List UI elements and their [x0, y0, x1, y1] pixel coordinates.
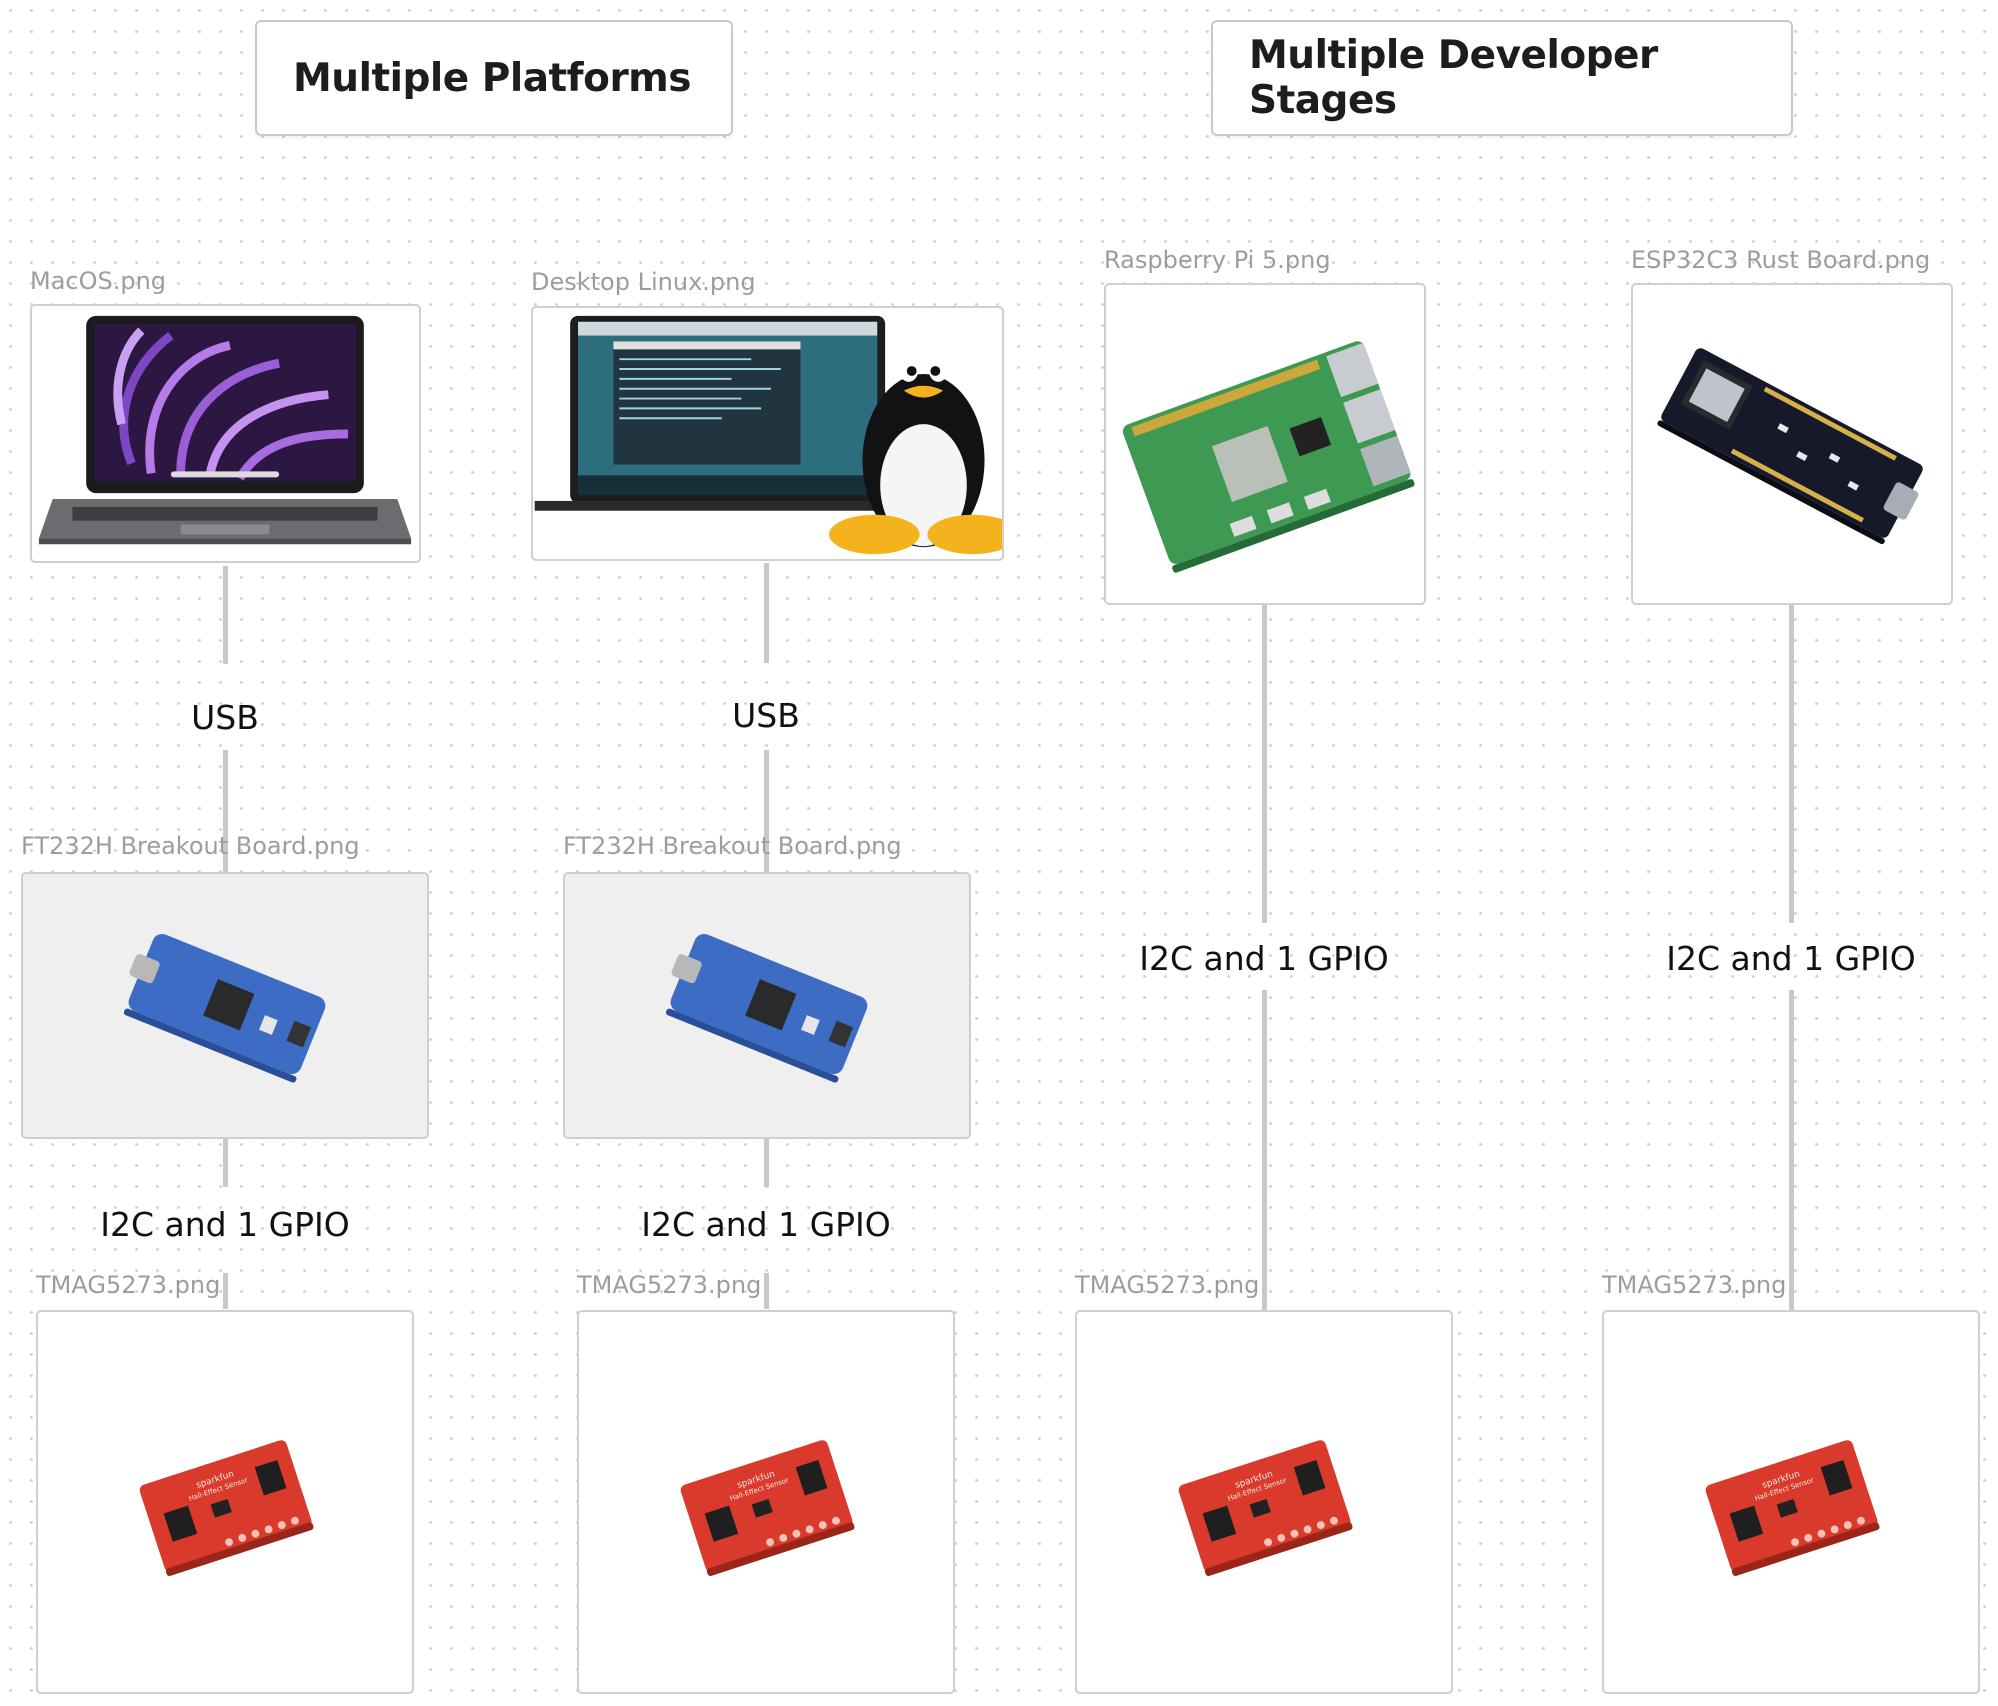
caption-tmag-2: TMAG5273.png [577, 1271, 762, 1299]
caption-ft232-2: FT232H Breakout Board.png [563, 832, 902, 860]
connector-ft232-tmag-lower [223, 1273, 228, 1309]
tmag5273-image-3 [1165, 1416, 1363, 1592]
connector-ft232-tmag [223, 1139, 228, 1187]
edge-label-usb-macos: USB [191, 698, 259, 737]
connector-rpi-tmag [1262, 605, 1267, 923]
caption-macos: MacOS.png [30, 267, 167, 295]
desktop-linux-card[interactable] [531, 306, 1004, 561]
connector-macos-ft232 [223, 566, 228, 664]
tmag5273-image-2 [667, 1416, 865, 1592]
ft232h-image-2 [655, 927, 871, 1084]
caption-linux: Desktop Linux.png [531, 268, 756, 296]
edge-label-usb-linux: USB [732, 696, 800, 735]
platforms-header-text: Multiple Platforms [293, 55, 692, 101]
caption-tmag-4: TMAG5273.png [1602, 1271, 1787, 1299]
tmag5273-card-3[interactable] [1075, 1310, 1453, 1694]
tmag5273-card-4[interactable] [1602, 1310, 1980, 1694]
tmag5273-image-1 [126, 1416, 324, 1592]
caption-esp: ESP32C3 Rust Board.png [1631, 246, 1931, 274]
edge-label-i2c-ft232-2: I2C and 1 GPIO [641, 1205, 891, 1244]
caption-tmag-3: TMAG5273.png [1075, 1271, 1260, 1299]
caption-rpi: Raspberry Pi 5.png [1104, 246, 1331, 274]
developer-stages-header-text: Multiple Developer Stages [1249, 33, 1658, 123]
caption-ft232-1: FT232H Breakout Board.png [21, 832, 360, 860]
linux-desktop-image [534, 315, 1002, 555]
ft232h-image-1 [113, 927, 329, 1084]
connector-rpi-tmag-lower [1262, 990, 1267, 1310]
connector-ft232-2-tmag-lower [764, 1273, 769, 1309]
raspberry-pi-card[interactable] [1104, 283, 1426, 605]
platforms-header: Multiple Platforms [255, 20, 733, 136]
developer-stages-header: Multiple Developer Stages [1211, 20, 1793, 136]
esp32c3-image [1657, 348, 1923, 545]
raspberry-pi-image [1122, 341, 1415, 573]
caption-tmag-1: TMAG5273.png [36, 1271, 221, 1299]
tmag5273-image-4 [1692, 1416, 1890, 1592]
ft232h-card-2[interactable] [563, 872, 971, 1139]
tmag5273-card-2[interactable] [577, 1310, 955, 1694]
edge-label-i2c-rpi: I2C and 1 GPIO [1139, 939, 1389, 978]
edge-label-i2c-ft232-1: I2C and 1 GPIO [100, 1205, 350, 1244]
connector-esp-tmag-lower [1789, 990, 1794, 1310]
connector-linux-ft232 [764, 563, 769, 663]
edge-label-i2c-esp: I2C and 1 GPIO [1666, 939, 1916, 978]
connector-ft232-2-tmag [764, 1139, 769, 1187]
macos-laptop-image [38, 315, 412, 545]
connector-esp-tmag [1789, 605, 1794, 923]
ft232h-card-1[interactable] [21, 872, 429, 1139]
connector-linux-ft232-lower [764, 750, 769, 872]
tmag5273-card-1[interactable] [36, 1310, 414, 1694]
esp32c3-card[interactable] [1631, 283, 1953, 605]
macos-card[interactable] [30, 304, 421, 563]
connector-macos-ft232-lower [223, 750, 228, 872]
